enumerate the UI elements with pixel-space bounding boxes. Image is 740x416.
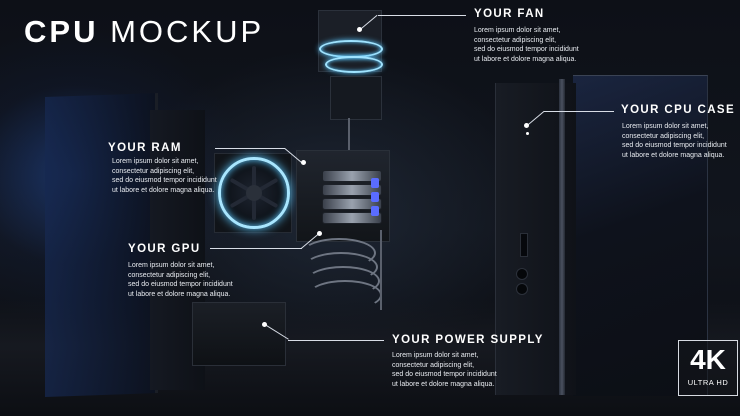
power-supply-desc-line: sed do eiusmod tempor incididunt <box>392 371 497 379</box>
ram-accent <box>371 192 379 202</box>
case-callout-dot <box>526 132 529 135</box>
power-supply-unit <box>192 302 286 366</box>
power-supply-callout-line <box>288 340 384 341</box>
fan-desc-line: Lorem ipsum dolor sit amet, <box>474 27 561 34</box>
cable <box>306 266 380 296</box>
case-fan-icon <box>218 157 290 229</box>
cpu-cooler-block <box>330 76 382 120</box>
page-title-bold: CPU <box>24 14 99 49</box>
cpu-case-desc-line: Lorem ipsum dolor sit amet, <box>622 123 709 130</box>
ram-stick <box>322 184 382 196</box>
fan-title: YOUR FAN <box>474 8 545 20</box>
cpu-case-desc-line: ut labore et dolore magna aliqua. <box>622 152 725 160</box>
power-supply-title: YOUR POWER SUPPLY <box>392 334 544 346</box>
ram-accent <box>371 178 379 188</box>
gpu-callout-line <box>210 248 302 249</box>
cable <box>302 238 376 268</box>
ram-desc-line: sed do eiusmod tempor incididunt <box>112 177 217 185</box>
ram-desc-line: ut labore et dolore magna aliqua. <box>112 187 215 195</box>
ram-stick <box>322 198 382 210</box>
cable <box>308 280 382 310</box>
badge-sub-text: ULTRA HD <box>687 378 729 387</box>
gpu-desc-line: Lorem ipsum dolor sit amet, <box>128 262 215 269</box>
cable <box>304 252 378 282</box>
power-supply-desc-line: Lorem ipsum dolor sit amet, <box>392 352 479 359</box>
ram-description: Lorem ipsum dolor sit amet, consectetur … <box>112 157 217 196</box>
ram-callout-line <box>215 148 285 149</box>
fan-desc-line: sed do eiusmod tempor incididunt <box>474 46 579 54</box>
gpu-desc-line: consectetur adipiscing elit, <box>128 271 211 279</box>
motherboard <box>296 150 390 242</box>
ram-stick <box>322 212 382 224</box>
fan-desc-line: ut labore et dolore magna aliqua. <box>474 56 577 64</box>
ram-title: YOUR RAM <box>108 142 182 154</box>
case-slot <box>520 233 528 257</box>
ram-callout-dot <box>301 160 306 165</box>
power-supply-description: Lorem ipsum dolor sit amet, consectetur … <box>392 351 497 390</box>
cable-bundle <box>380 230 382 310</box>
fan-callout-line <box>378 15 466 16</box>
fan-ring-icon <box>325 56 383 73</box>
fan-desc-line: consectetur adipiscing elit, <box>474 36 557 44</box>
ram-stick <box>322 170 382 182</box>
power-supply-desc-line: consectetur adipiscing elit, <box>392 361 475 369</box>
fan-description: Lorem ipsum dolor sit amet, consectetur … <box>474 26 579 65</box>
cpu-case-desc-line: sed do eiusmod tempor incididunt <box>622 142 727 150</box>
page-title: CPU MOCKUP <box>24 14 264 50</box>
ram-accent <box>371 206 379 216</box>
gpu-title: YOUR GPU <box>128 243 201 255</box>
gpu-desc-line: ut labore et dolore magna aliqua. <box>128 291 231 299</box>
case-port <box>516 283 528 295</box>
fan-callout-dot <box>357 27 362 32</box>
ram-desc-line: Lorem ipsum dolor sit amet, <box>112 158 199 165</box>
case-port <box>516 268 528 280</box>
power-supply-callout-dot <box>262 322 267 327</box>
gpu-description: Lorem ipsum dolor sit amet, consectetur … <box>128 261 233 300</box>
cpu-case-desc-line: consectetur adipiscing elit, <box>622 132 705 140</box>
ram-desc-line: consectetur adipiscing elit, <box>112 167 195 175</box>
cpu-case-description: Lorem ipsum dolor sit amet, consectetur … <box>622 122 727 161</box>
gpu-callout-dot <box>317 231 322 236</box>
fan-hub <box>246 185 262 201</box>
power-supply-desc-line: ut labore et dolore magna aliqua. <box>392 381 495 389</box>
cpu-case-callout-line <box>544 111 614 112</box>
page-title-light: MOCKUP <box>110 14 265 49</box>
badge-main-text: 4K <box>690 344 726 375</box>
4k-badge: 4K ULTRA HD <box>678 340 738 396</box>
case-edge <box>559 79 565 395</box>
cpu-case-title: YOUR CPU CASE <box>621 104 736 116</box>
gpu-desc-line: sed do eiusmod tempor incididunt <box>128 281 233 289</box>
cpu-case-callout-dot <box>524 123 529 128</box>
cooler-pipe <box>348 118 350 152</box>
